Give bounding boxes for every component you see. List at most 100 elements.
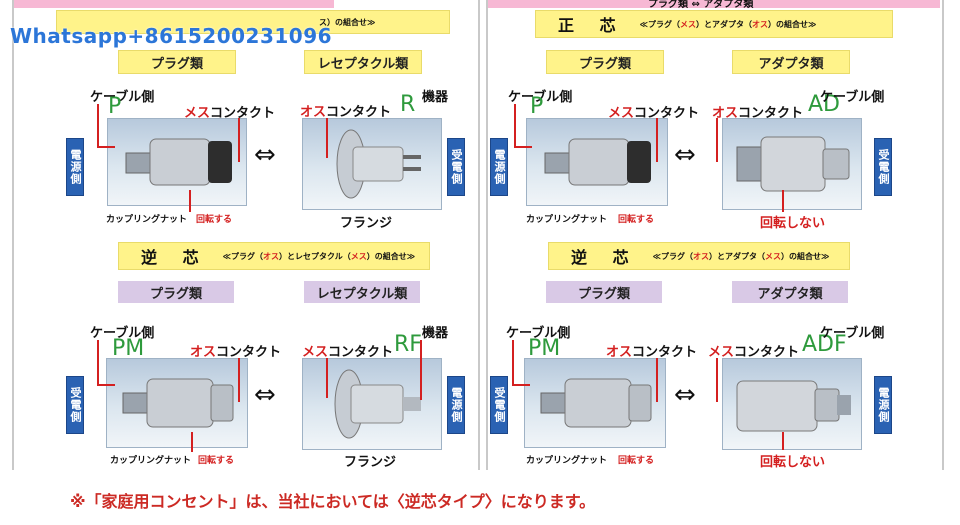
adapter-ad-photo [722, 118, 862, 210]
osu-contact-label-tr1: オスコンタクト [300, 105, 392, 120]
title-plug-top-right: プラグ類 [546, 50, 664, 74]
code-p-tr: P [530, 94, 544, 119]
reverse-header-title-right: 逆 芯 [571, 248, 639, 267]
callout-line-device-bl [420, 340, 422, 400]
callout-line-mesu-br1 [326, 358, 328, 398]
osu-contact-label-br: オスコンタクト [606, 345, 698, 360]
adapter-adf-illustration [736, 380, 851, 432]
rotates-label-bl: 回転する [198, 456, 235, 466]
no-rotate-label-br: 回転しない [760, 455, 826, 470]
top-strip-left [14, 0, 334, 8]
cable-side-label-br: ケーブル側 [506, 326, 571, 341]
plug-pm-photo [106, 358, 248, 448]
code-pm-br: PM [528, 336, 561, 361]
no-rotate-label-tr: 回転しない [760, 216, 826, 231]
callout-line-cable-br [512, 340, 514, 386]
callout-line-osu-tr1 [326, 118, 328, 158]
cable-side-label-br2: ケーブル側 [820, 326, 885, 341]
normal-header-right: 正 芯 ≪プラグ（メス）とアダプタ（オス）の組合せ≫ [535, 10, 893, 38]
callout-line-contact-tr [656, 118, 658, 162]
code-adf-br: ADF [802, 332, 847, 357]
power-side-badge-tl: 電源側 [66, 138, 84, 196]
mesu-contact-label-tr: メスコンタクト [608, 106, 700, 121]
code-ad-tr: AD [808, 92, 840, 117]
plug-p-photo [107, 118, 247, 206]
top-strip-right [488, 0, 940, 8]
callout-line-norotate-tr [782, 190, 784, 212]
center-divider-2 [486, 0, 488, 470]
adapter-adf-photo [722, 358, 862, 450]
reverse-header-right: 逆 芯 ≪プラグ（オス）とアダプタ（メス）の組合せ≫ [548, 242, 850, 270]
mesu-contact-label-br1: メスコンタクト [302, 345, 394, 360]
coupling-nut-label-br: カップリングナット [526, 456, 608, 466]
cable-side-label-tr: ケーブル側 [508, 90, 573, 105]
right-column-border [942, 0, 944, 470]
flange-label-bl: フランジ [344, 455, 397, 470]
callout-line-cable-bl-h [97, 384, 115, 386]
reverse-header-left: 逆 芯 ≪プラグ（オス）とレセプタクル（メス）の組合せ≫ [118, 242, 430, 270]
cable-side-label-bl: ケーブル側 [90, 326, 155, 341]
device-label-bl: 機器 [422, 326, 449, 341]
flange-label-tl: フランジ [340, 216, 393, 231]
code-r-tl: R [400, 92, 416, 117]
callout-line-norotate-br [782, 432, 784, 450]
callout-line-contact-bl [238, 358, 240, 402]
plug-pm-illustration-br [540, 378, 652, 428]
rotates-label-tr: 回転する [618, 215, 655, 225]
receptacle-rf-photo [302, 358, 442, 450]
callout-line-rotates-tl [189, 190, 191, 212]
callout-line-cable-tl [97, 104, 99, 148]
rotates-label-br: 回転する [618, 456, 655, 466]
callout-line-contact-tl [238, 118, 240, 162]
adapter-ad-illustration [736, 136, 850, 192]
callout-line-contact-br [656, 358, 658, 402]
title-receptacle-top-left: レセプタクル類 [304, 50, 422, 74]
osu-contact-label-bl: オスコンタクト [190, 345, 282, 360]
equiv-arrow-bl: ⇔ [254, 380, 276, 410]
callout-line-rotates-bl [191, 432, 193, 452]
receive-side-badge-tl: 受電側 [447, 138, 465, 196]
receptacle-r-illustration [336, 129, 421, 199]
receive-side-badge-bl: 受電側 [66, 376, 84, 434]
plug-pm-illustration [122, 378, 234, 428]
normal-header-desc: ≪プラグ（メス）とアダプタ（オス）の組合せ≫ [639, 19, 817, 29]
code-pm-bl: PM [112, 336, 145, 361]
left-column-border [12, 0, 14, 470]
power-side-badge-tr: 電源側 [490, 138, 508, 196]
title-plug-bottom-left: プラグ類 [118, 281, 234, 303]
code-rf-bl: RF [394, 332, 422, 357]
plug-p-photo-tr [526, 118, 668, 206]
callout-line-cable-tr [514, 104, 516, 148]
equiv-arrow-tr: ⇔ [674, 140, 696, 170]
coupling-nut-label-tl: カップリングナット [106, 215, 188, 225]
receive-side-badge-br: 受電側 [490, 376, 508, 434]
watermark-text: Whatsapp+8615200231096 [10, 24, 333, 48]
plug-pm-photo-br [524, 358, 666, 448]
normal-header-left-text: ス）の組合せ≫ [319, 17, 376, 27]
coupling-nut-label-bl: カップリングナット [110, 456, 192, 466]
callout-line-cable-bl [97, 340, 99, 386]
power-side-badge-bl: 電源側 [447, 376, 465, 434]
cable-side-label-tl: ケーブル側 [90, 90, 155, 105]
center-divider [478, 0, 480, 470]
callout-line-cable-tl-h [97, 146, 115, 148]
reverse-header-title-left: 逆 芯 [141, 248, 209, 267]
title-plug-bottom-right: プラグ類 [546, 281, 662, 303]
title-adapter-bottom-right: アダプタ類 [732, 281, 848, 303]
osu-contact-label-tr: オスコンタクト [712, 106, 804, 121]
coupling-nut-label-tr: カップリングナット [526, 215, 608, 225]
title-receptacle-bottom-left: レセプタクル類 [304, 281, 420, 303]
device-label-tl: 機器 [422, 90, 449, 105]
title-adapter-top-right: アダプタ類 [732, 50, 850, 74]
mesu-contact-label-br: メスコンタクト [708, 345, 800, 360]
receptacle-r-photo [302, 118, 442, 210]
plug-p-illustration [125, 138, 232, 186]
cable-side-label-tr2: ケーブル側 [820, 90, 885, 105]
rotates-label-tl: 回転する [196, 215, 233, 225]
title-plug-top-left: プラグ類 [118, 50, 236, 74]
equiv-arrow-br: ⇔ [674, 380, 696, 410]
reverse-header-desc-right: ≪プラグ（オス）とアダプタ（メス）の組合せ≫ [652, 251, 830, 261]
mesu-contact-label-tl: メスコンタクト [184, 106, 276, 121]
callout-line-mesu-br [716, 358, 718, 402]
callout-line-cable-tr-h [514, 146, 532, 148]
